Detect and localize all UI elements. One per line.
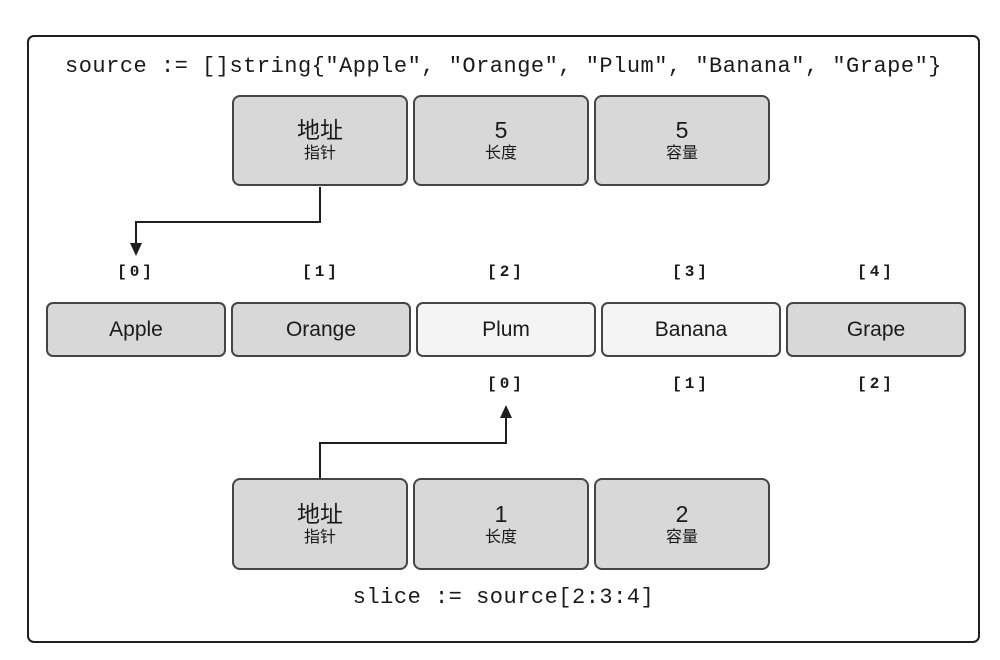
source-length-label: 长度 <box>484 145 517 162</box>
slice-length-box: 1 长度 <box>413 478 589 570</box>
slice-index-2: [2] <box>857 375 895 393</box>
source-declaration-code: source := []string{"Apple", "Orange", "P… <box>65 54 942 79</box>
source-index-1: [1] <box>302 263 340 281</box>
source-length-box: 5 长度 <box>413 95 589 186</box>
source-capacity-label: 容量 <box>665 145 698 162</box>
array-cell-plum: Plum <box>416 302 596 357</box>
array-cell-grape: Grape <box>786 302 966 357</box>
slice-declaration-code: slice := source[2:3:4] <box>352 585 655 610</box>
slice-capacity-label: 容量 <box>665 528 698 546</box>
source-capacity-box: 5 容量 <box>594 95 770 186</box>
slice-pointer-label: 指针 <box>303 528 336 546</box>
source-index-3: [3] <box>672 263 710 281</box>
source-pointer-label: 指针 <box>303 145 336 162</box>
array-cell-banana: Banana <box>601 302 781 357</box>
slice-index-1: [1] <box>672 375 710 393</box>
slice-capacity-value: 2 <box>675 500 689 527</box>
array-cell-apple: Apple <box>46 302 226 357</box>
slice-capacity-box: 2 容量 <box>594 478 770 570</box>
source-index-4: [4] <box>857 263 895 281</box>
array-cell-orange: Orange <box>231 302 411 357</box>
slice-pointer-value: 地址 <box>297 500 343 527</box>
slice-pointer-box: 地址 指针 <box>232 478 408 570</box>
slice-length-label: 长度 <box>484 528 517 546</box>
source-index-2: [2] <box>487 263 525 281</box>
source-capacity-value: 5 <box>675 117 689 143</box>
source-pointer-value: 地址 <box>297 117 343 143</box>
slice-index-0: [0] <box>487 375 525 393</box>
source-pointer-box: 地址 指针 <box>232 95 408 186</box>
slice-length-value: 1 <box>494 500 508 527</box>
source-index-0: [0] <box>117 263 155 281</box>
source-length-value: 5 <box>494 117 508 143</box>
